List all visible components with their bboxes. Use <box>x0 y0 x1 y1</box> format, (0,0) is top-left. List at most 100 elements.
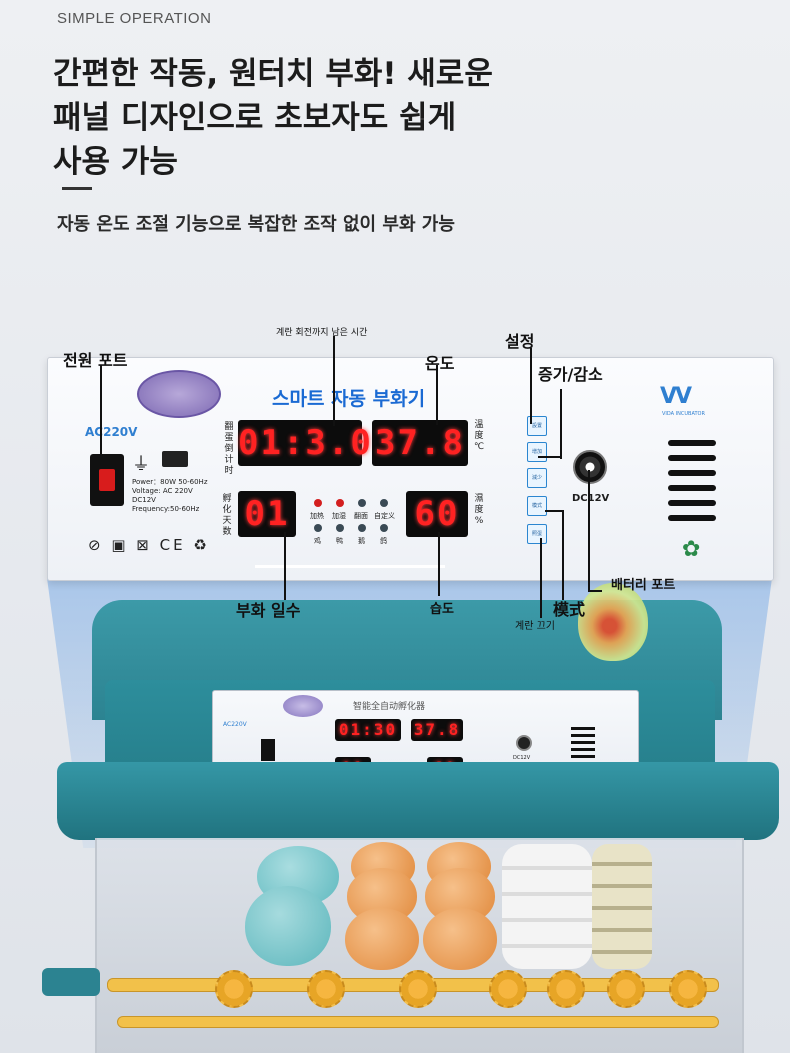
egg-white-group <box>502 844 592 969</box>
set-button[interactable]: 設置 <box>527 416 547 436</box>
egg-brown <box>423 908 497 970</box>
vent-slot <box>668 515 716 521</box>
brand-icon: VV <box>660 384 692 409</box>
humidify-indicator <box>336 499 344 507</box>
callout-settings: 설정 <box>505 332 535 351</box>
duck-indicator <box>336 524 344 532</box>
vent-slot <box>668 485 716 491</box>
callout-battery-port: 배터리 포트 <box>611 578 676 593</box>
mini-temp-display: 37.8 <box>411 719 463 741</box>
humidity-display: 60 <box>406 491 468 537</box>
page-headline: 간편한 작동, 원터치 부화! 새로운 패널 디자인으로 초보자도 쉽게 사용 … <box>53 56 493 180</box>
power-socket[interactable] <box>90 454 124 506</box>
callout-power-port: 전원 포트 <box>63 351 128 370</box>
callout-line <box>545 510 563 512</box>
page-subtitle: 자동 온도 조절 기능으로 복잡한 조작 없이 부화 가능 <box>57 214 455 235</box>
dot-label: 鸽 <box>380 537 387 545</box>
dot-label: 自定义 <box>374 512 395 520</box>
roller-rack <box>117 1016 719 1028</box>
dot-label: 鸭 <box>336 537 343 545</box>
gear-icon <box>215 970 253 1008</box>
callout-line <box>588 470 590 590</box>
egg-tray <box>95 838 744 1053</box>
dc-label: DC12V <box>572 493 610 504</box>
mini-vents <box>571 727 595 767</box>
side-handle <box>42 968 100 996</box>
egg-quail-group <box>592 844 652 969</box>
callout-line <box>560 389 562 459</box>
mini-timer-display: 01:30 <box>335 719 401 741</box>
mini-ac-label: AC220V <box>223 721 247 728</box>
mini-dc-jack <box>516 735 532 751</box>
vent-slot <box>668 440 716 446</box>
plug-icon: ⏚ <box>132 454 150 475</box>
humidity-unit-label: 濕 度 % <box>474 494 484 526</box>
gear-icon <box>307 970 345 1008</box>
candle-button[interactable]: 照蛋 <box>527 524 547 544</box>
ac-label: AC220V <box>85 425 138 439</box>
callout-line <box>100 365 102 455</box>
dot-label: 加热 <box>310 512 324 520</box>
callout-humidity: 습도 <box>430 602 454 617</box>
callout-line <box>333 336 335 426</box>
gear-icon <box>399 970 437 1008</box>
panel-highlight-line <box>255 565 445 568</box>
gear-icon <box>607 970 645 1008</box>
custom-indicator <box>380 499 388 507</box>
timer-display: 01:3.0 <box>238 420 371 466</box>
pigeon-indicator <box>380 524 388 532</box>
battery-icon <box>162 451 188 467</box>
mode-button[interactable]: 模式 <box>527 496 547 516</box>
eco-icon: ✿ <box>682 537 701 562</box>
dot-label: 翻面 <box>354 512 368 520</box>
dot-label: 鸡 <box>314 537 321 545</box>
callout-line <box>530 348 532 424</box>
hatch-days-display: 01 <box>238 491 296 537</box>
mini-logo <box>283 695 323 717</box>
incubator-rim <box>57 762 779 840</box>
callout-hatch-days: 부화 일수 <box>236 601 301 620</box>
decrease-button[interactable]: 減少 <box>527 468 547 488</box>
timer-side-label: 翻 蛋 倒 计 时 <box>224 422 234 476</box>
cert-icons: ⊘ ▣ ⊠ CE ♻ <box>88 536 210 554</box>
callout-line <box>540 538 542 618</box>
temp-unit-label: 溫 度 ℃ <box>474 420 485 452</box>
divider <box>62 187 92 190</box>
chicken-indicator <box>314 524 322 532</box>
dot-label: 加湿 <box>332 512 346 520</box>
power-spec: Power：80W 50-60Hz Voltage: AC 220V DC12V… <box>132 478 208 513</box>
dc-jack[interactable] <box>573 450 607 484</box>
callout-remaining-time: 계란 회전까지 남은 시간 <box>276 328 368 338</box>
candled-egg <box>578 583 648 661</box>
turn-indicator <box>358 499 366 507</box>
dot-label: 鹅 <box>358 537 365 545</box>
temperature-display: 37.8 <box>372 420 468 466</box>
egg-blue <box>245 886 331 966</box>
callout-mode: 模式 <box>553 600 586 619</box>
egg-brown <box>345 908 419 970</box>
heat-indicator <box>314 499 322 507</box>
callout-line <box>438 532 440 596</box>
callout-increase-decrease: 증가/감소 <box>538 365 603 384</box>
mini-panel-title: 智能全自动孵化器 <box>353 702 426 712</box>
panel-title: 스마트 자동 부화기 <box>272 388 426 410</box>
vent-slot <box>668 500 716 506</box>
brand-name: VIDA INCUBATOR <box>662 411 705 417</box>
increase-button[interactable]: 增加 <box>527 442 547 462</box>
days-side-label: 孵 化 天 数 <box>222 494 232 537</box>
mini-power-socket <box>261 739 275 761</box>
vent-slot <box>668 455 716 461</box>
callout-line <box>436 365 438 425</box>
goose-indicator <box>358 524 366 532</box>
gear-icon <box>489 970 527 1008</box>
callout-temperature: 온도 <box>425 354 455 373</box>
callout-line <box>562 510 564 600</box>
callout-line <box>284 532 286 600</box>
gear-icon <box>669 970 707 1008</box>
gear-icon <box>547 970 585 1008</box>
callout-line <box>588 590 602 592</box>
brand-logo <box>137 370 221 418</box>
eyebrow-label: SIMPLE OPERATION <box>57 10 212 27</box>
mini-dc-label: DC12V <box>513 755 531 761</box>
callout-egg-light: 계란 끄기 <box>515 621 555 632</box>
